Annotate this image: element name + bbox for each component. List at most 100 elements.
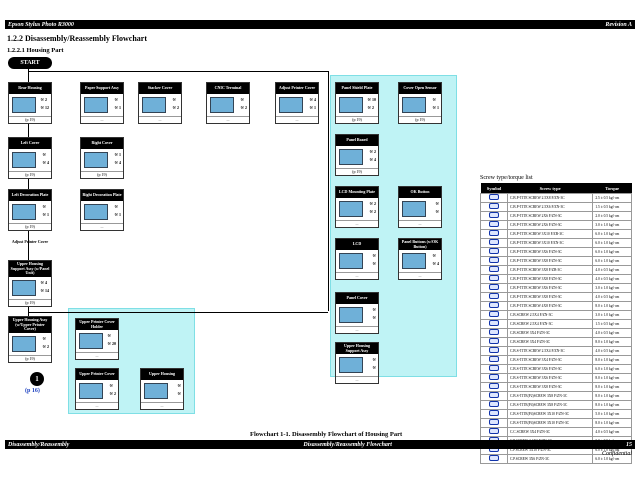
flow-block-lcd-mounting: LCD Mounting Plate⚒ 2⚒ 2... bbox=[335, 186, 379, 228]
block-page-ref[interactable]: ... bbox=[139, 116, 181, 123]
screwdriver-icon: ⚒ bbox=[172, 97, 176, 102]
page-header: Epson Stylus Photo R3000 Revision A bbox=[5, 20, 635, 29]
screw-symbol-icon bbox=[480, 193, 508, 203]
torque: 8.0 ± 1.0 kgf·cm bbox=[592, 418, 632, 428]
block-page-ref[interactable]: (p 19) bbox=[9, 171, 51, 178]
wrench-icon: ⚒ 12 bbox=[40, 105, 49, 110]
screwdriver-icon: ⚒ bbox=[114, 97, 118, 102]
block-page-ref[interactable]: ... bbox=[336, 376, 378, 383]
part-photo bbox=[339, 253, 363, 269]
block-page-ref[interactable]: ... bbox=[336, 326, 378, 333]
torque: 4.0 ± 0.5 kgf·cm bbox=[592, 292, 632, 302]
screw-symbol-icon bbox=[480, 256, 508, 266]
torque: 8.0 ± 1.0 kgf·cm bbox=[592, 400, 632, 410]
tool-list: ⚒ ⚒ 4 bbox=[432, 252, 439, 268]
torque: 8.0 ± 1.0 kgf·cm bbox=[592, 301, 632, 311]
screwdriver-icon: ⚒ 2 bbox=[40, 97, 47, 102]
col-screw-type: Screw type bbox=[507, 183, 593, 194]
section-subtitle: 1.2.2.1 Housing Part bbox=[7, 47, 64, 54]
block-page-ref[interactable]: (p 19) bbox=[399, 116, 441, 123]
block-page-ref[interactable]: (p 19) bbox=[9, 298, 51, 306]
tool-list: ⚒ ⚒ 1 bbox=[114, 203, 121, 219]
block-page-ref[interactable]: ... bbox=[336, 272, 378, 279]
part-photo bbox=[84, 97, 108, 113]
tool-list: ⚒ ⚒ 4 bbox=[42, 151, 49, 167]
flow-block-paper-support: Paper Support Assy ⚒ ⚒ 1... bbox=[80, 82, 124, 124]
screw-type: C.B.P-TITE SCREW 2.5X6 F/ZN-3C bbox=[506, 202, 594, 212]
flow-block-left-deco: Left Decoration Plate⚒ ⚒ 1(p 19) bbox=[8, 189, 52, 231]
screw-type: C.B.P-TITE SCREW 2X6 F/ZN-3C bbox=[506, 211, 594, 221]
part-photo bbox=[339, 201, 363, 217]
block-page-ref[interactable]: ... bbox=[76, 352, 118, 359]
block-page-ref[interactable]: (p 19) bbox=[9, 223, 51, 230]
tool-list: ⚒ ⚒ 2 bbox=[240, 96, 247, 112]
tool-list: ⚒ ⚒ bbox=[372, 252, 376, 268]
block-title: Right Cover bbox=[81, 138, 123, 149]
screwdriver-icon: ⚒ bbox=[107, 333, 111, 338]
screwdriver-icon: ⚒ bbox=[432, 97, 436, 102]
torque: 2.5 ± 0.5 kgf·cm bbox=[592, 193, 632, 203]
block-page-ref[interactable]: ... bbox=[81, 223, 123, 230]
wrench-icon: ⚒ 20 bbox=[107, 341, 116, 346]
torque: 3.0 ± 1.0 kgf·cm bbox=[592, 220, 632, 230]
torque: 4.0 ± 0.5 kgf·cm bbox=[592, 328, 632, 338]
block-title: Panel Cover bbox=[336, 293, 378, 304]
block-page-ref[interactable]: (p 19) bbox=[9, 116, 51, 123]
flow-block-upper-housing-support-2: Upper Housing Support Assy⚒ ⚒ ... bbox=[335, 342, 379, 384]
screw-symbol-icon bbox=[480, 391, 508, 401]
block-page-ref[interactable]: ... bbox=[336, 220, 378, 227]
block-page-ref[interactable]: (p 19) bbox=[81, 171, 123, 178]
wrench-icon: ⚒ 2 bbox=[42, 343, 49, 349]
block-title: Panel Buttons (w/OK Button) bbox=[399, 239, 441, 250]
flow-block-cover-open-sensor: Cover Open Sensor⚒ ⚒ 1(p 19) bbox=[398, 82, 442, 124]
block-page-ref[interactable]: ... bbox=[207, 116, 249, 123]
block-page-ref[interactable]: ... bbox=[81, 116, 123, 123]
block-title: Paper Support Assy bbox=[81, 83, 123, 94]
screwdriver-icon: ⚒ 2 bbox=[369, 149, 376, 154]
block-page-ref[interactable]: (p 19) bbox=[9, 354, 51, 362]
torque: 6.0 ± 1.0 kgf·cm bbox=[592, 229, 632, 239]
screwdriver-icon: ⚒ bbox=[42, 335, 46, 341]
screwdriver-icon: ⚒ 4 bbox=[40, 279, 47, 285]
torque: 3.0 ± 1.0 kgf·cm bbox=[592, 310, 632, 320]
block-page-ref[interactable]: ... bbox=[399, 220, 441, 227]
part-photo bbox=[402, 97, 426, 113]
block-page-ref[interactable]: ... bbox=[76, 402, 118, 409]
screwdriver-icon: ⚒ bbox=[42, 152, 46, 157]
torque: 6.0 ± 1.0 kgf·cm bbox=[592, 364, 632, 374]
screw-type: C.B.P-TITE SCREW 4X8 F/ZN-3C bbox=[506, 301, 594, 311]
block-page-ref[interactable]: (p 19) bbox=[336, 168, 378, 175]
screw-symbol-icon bbox=[480, 427, 508, 437]
torque: 8.0 ± 1.0 kgf·cm bbox=[592, 373, 632, 383]
confidential-mark: Confidential bbox=[602, 451, 632, 457]
screwdriver-icon: ⚒ bbox=[42, 204, 46, 209]
block-page-ref[interactable]: ... bbox=[399, 272, 441, 279]
screw-type: C.B.P-TITE SCREW 3X6 F/ZN-3C bbox=[506, 247, 594, 257]
wrench-icon: ⚒ 1 bbox=[114, 105, 121, 110]
screwdriver-icon: ⚒ bbox=[114, 204, 118, 209]
flow-block-ok-button: OK Button⚒ ⚒ ... bbox=[398, 186, 442, 228]
continue-page-link[interactable]: (p 16) bbox=[25, 388, 40, 394]
block-title: Upper Housing Support Assy (w/Panel Unit… bbox=[9, 261, 51, 277]
block-page-ref[interactable]: ... bbox=[141, 402, 183, 409]
block-page-ref[interactable]: (p 19) bbox=[336, 116, 378, 123]
block-title: Panel Shield Plate bbox=[336, 83, 378, 94]
flow-block-panel-board: Panel Board⚒ 2⚒ 4(p 19) bbox=[335, 134, 379, 176]
block-page-ref[interactable]: ... bbox=[276, 116, 318, 123]
page-number: 15 bbox=[625, 441, 632, 448]
torque: 8.0 ± 1.0 kgf·cm bbox=[592, 382, 632, 392]
part-photo bbox=[79, 383, 103, 399]
wrench-icon: ⚒ 2 bbox=[367, 105, 374, 110]
screw-type: C.B.P-TITE SCREW 3X6 F/ZN-3C bbox=[506, 283, 594, 293]
continue-circle: 1 bbox=[30, 372, 44, 386]
product-name: Epson Stylus Photo R3000 bbox=[8, 21, 74, 28]
screw-type: C.B.P-TITE SCREW 3X8 F/ZB-3C bbox=[506, 265, 594, 275]
tool-list: ⚒ 2⚒ 2 bbox=[369, 200, 376, 216]
